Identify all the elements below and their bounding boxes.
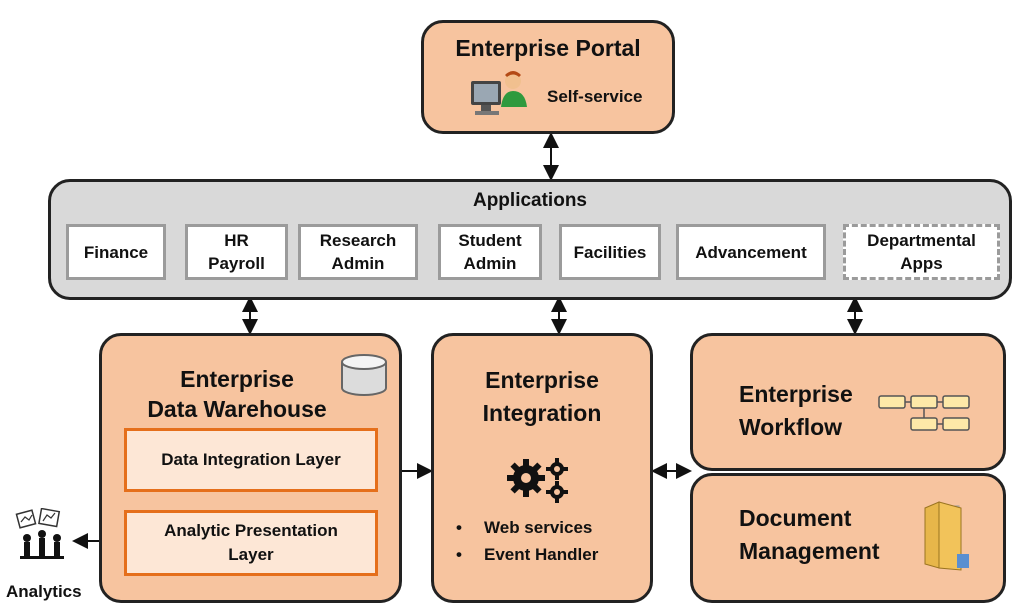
user-computer-icon	[471, 71, 527, 115]
applications-title: Applications	[472, 190, 587, 211]
workflow-diagram-icon	[878, 395, 970, 431]
portal-subtitle: Self-service	[547, 87, 643, 106]
folder-icon	[924, 501, 969, 571]
analytics-label: Analytics	[6, 582, 82, 601]
app-facilities: Facilities	[559, 224, 661, 280]
data-integration-layer: Data Integration Layer	[124, 428, 378, 492]
workflow-title: Enterprise Workflow	[739, 381, 853, 440]
list-item: •Event Handler	[456, 545, 599, 564]
app-finance: Finance	[66, 224, 166, 280]
analytics-icon	[15, 508, 64, 559]
app-student-admin: Student Admin	[438, 224, 542, 280]
warehouse-title: Enterprise Data Warehouse	[147, 366, 327, 422]
enterprise-integration-box: Enterprise Integration •Web services •Ev…	[431, 333, 653, 603]
gears-icon	[507, 458, 568, 503]
portal-title: Enterprise Portal	[455, 35, 641, 61]
enterprise-workflow-box: Enterprise Workflow	[690, 333, 1006, 471]
integration-title: Enterprise Integration	[482, 367, 602, 426]
enterprise-portal-box: Enterprise Portal Self-service	[421, 20, 675, 134]
list-item: •Web services	[456, 518, 593, 537]
integration-bullet-list: •Web services •Event Handler	[456, 518, 598, 572]
app-research-admin: Research Admin	[298, 224, 418, 280]
app-hr-payroll: HR Payroll	[185, 224, 288, 280]
document-management-title: Document Management	[739, 505, 880, 564]
analytic-presentation-layer: Analytic Presentation Layer	[124, 510, 378, 576]
database-icon	[341, 354, 387, 396]
app-departmental-apps: Departmental Apps	[843, 224, 1000, 280]
app-advancement: Advancement	[676, 224, 826, 280]
document-management-box: Document Management	[690, 473, 1006, 603]
